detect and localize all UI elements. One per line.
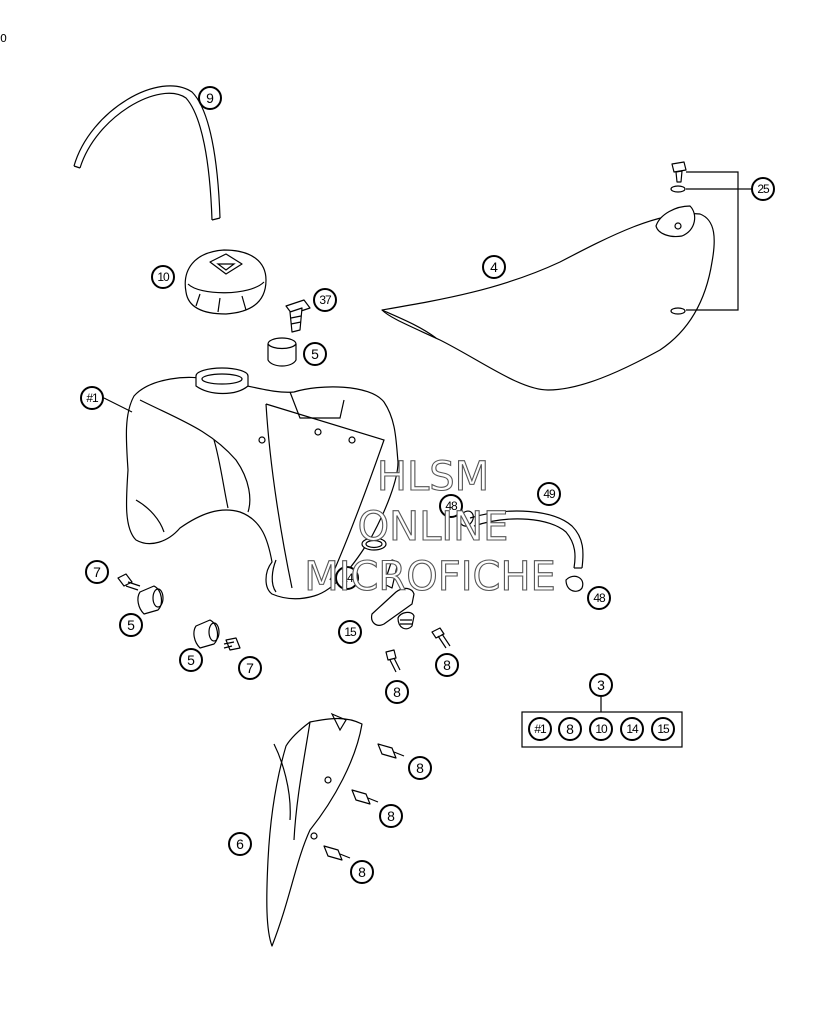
- callout-tank: #1: [80, 386, 104, 410]
- callout-label-37: 37: [319, 293, 332, 307]
- callout-label-7a: 7: [93, 564, 101, 580]
- callout-4: 4: [482, 255, 506, 279]
- collar-bolt: [285, 299, 311, 333]
- callout-label-5a: 5: [127, 617, 135, 633]
- rubber-bushing-upper: [267, 337, 297, 367]
- kit-box-item: 15: [651, 717, 675, 741]
- radiator-shroud: [266, 712, 363, 947]
- callout-label-14: 14: [341, 571, 354, 585]
- kit-item-label: 10: [595, 722, 608, 736]
- callout-6: 6: [228, 832, 252, 856]
- kit-box-item: 14: [620, 717, 644, 741]
- callout-label-8b: 8: [393, 684, 401, 700]
- vent-hose-top: [73, 85, 221, 221]
- callout-7-lower: 7: [238, 656, 262, 680]
- callout-label-3: 3: [597, 677, 605, 693]
- watermark: HLSM ONLINE MICROFICHE: [304, 453, 557, 600]
- vent-hose-side: [469, 510, 584, 569]
- callout-10: 10: [151, 265, 175, 289]
- kit-item-label: 8: [566, 721, 574, 737]
- callout-8-tap-lower: 8: [385, 680, 409, 704]
- bolt-left-lower: [223, 637, 241, 651]
- callout-label-49: 49: [543, 487, 556, 501]
- kit-item-label: #1: [534, 722, 547, 736]
- corner-mark: 0: [0, 32, 7, 45]
- callout-48-upper: 48: [439, 494, 463, 518]
- callout-label-8e: 8: [358, 864, 366, 880]
- callout-label-7b: 7: [246, 660, 254, 676]
- callout-label-48b: 48: [593, 591, 606, 605]
- callout-3: 3: [589, 673, 613, 697]
- callout-label-25: 25: [757, 182, 770, 196]
- bushing-left-upper: [137, 585, 164, 615]
- bolt-left-upper: [117, 573, 141, 591]
- callout-8-tap-right: 8: [435, 653, 459, 677]
- kit-item-label: 15: [657, 722, 670, 736]
- screw-shroud-2: [351, 789, 379, 805]
- callout-48-lower: 48: [587, 586, 611, 610]
- seat: [381, 205, 715, 391]
- callout-5-left-upper: 5: [119, 613, 143, 637]
- callout-label-48a: 48: [445, 499, 458, 513]
- callout-9: 9: [198, 86, 222, 110]
- leader-lines: [103, 188, 752, 413]
- callout-8-shroud-3: 8: [350, 860, 374, 884]
- callout-5-upper: 5: [303, 342, 327, 366]
- callout-label-4: 4: [490, 259, 498, 275]
- screw-tap-lower: [385, 649, 401, 673]
- callout-label-tank: #1: [86, 391, 99, 405]
- kit-box-item: 10: [589, 717, 613, 741]
- callout-label-10: 10: [157, 270, 170, 284]
- callout-25: 25: [751, 177, 775, 201]
- kit-box-item: #1: [528, 717, 552, 741]
- callout-label-8d: 8: [387, 808, 395, 824]
- screw-shroud-3: [323, 845, 351, 861]
- callout-15: 15: [338, 620, 362, 644]
- screw-shroud-1: [377, 743, 405, 759]
- watermark-line-1: HLSM: [377, 454, 489, 500]
- hose-clamp-lower: [565, 575, 584, 592]
- callout-8-shroud-2: 8: [379, 804, 403, 828]
- o-ring: [361, 537, 387, 551]
- screw-tap-right: [431, 627, 451, 649]
- callout-label-5: 5: [311, 346, 319, 362]
- callout-label-6: 6: [236, 836, 244, 852]
- seat-screws: [670, 161, 739, 315]
- callout-49: 49: [537, 482, 561, 506]
- callout-label-8a: 8: [443, 657, 451, 673]
- callout-5-left-lower: 5: [179, 648, 203, 672]
- callout-8-shroud-1: 8: [408, 756, 432, 780]
- watermark-line-3: MICROFICHE: [304, 554, 556, 600]
- fuel-tap: [371, 559, 415, 630]
- watermark-line-2: ONLINE: [358, 504, 509, 550]
- hose-clamp-upper: [459, 510, 474, 527]
- bushing-left-lower: [193, 619, 220, 649]
- callout-label-8c: 8: [416, 760, 424, 776]
- callout-label-15: 15: [344, 625, 357, 639]
- callout-7-upper: 7: [85, 560, 109, 584]
- kit-item-label: 14: [626, 722, 639, 736]
- fuel-tank: [125, 367, 399, 600]
- callout-37: 37: [313, 288, 337, 312]
- callout-label-5b: 5: [187, 652, 195, 668]
- callout-label-9: 9: [206, 90, 214, 106]
- callout-14: 14: [335, 566, 359, 590]
- kit-box-item: 8: [558, 717, 582, 741]
- filler-cap: [184, 249, 267, 315]
